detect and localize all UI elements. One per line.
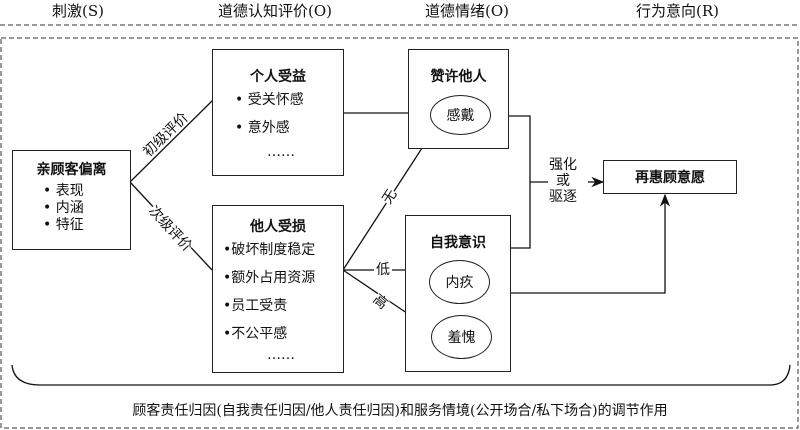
header-moral-emotion: 道德情绪(O) [425,2,510,20]
label-effect: 强化 或 驱逐 [549,157,577,205]
others-harm-box: 他人受损 •破坏制度稳定 •额外占用资源 •员工受责 •不公平感 …… [212,205,344,373]
harm-ellipsis: …… [267,347,295,363]
frame-border [0,37,799,429]
stimulus-title: 亲顾客偏离 [36,162,107,178]
stimulus-box: 亲顾客偏离 • 表现 • 内涵 • 特征 [12,150,131,250]
header-behavior-intention: 行为意向(R) [636,2,719,20]
outcome-title: 再惠顾意愿 [635,170,705,186]
self-awareness-title: 自我意识 [430,235,486,251]
emotion-guilt: 内疚 [429,260,490,304]
stimulus-item: • 内涵 [43,200,84,216]
harm-item: •员工受责 [223,298,288,314]
harm-item: •额外占用资源 [223,270,316,286]
benefit-item: • 意外感 [235,120,290,136]
personal-benefit-title: 个人受益 [250,69,306,85]
emotion-shame: 羞愧 [431,315,492,359]
arrow-self-to-outcome [508,193,671,294]
label-effect-line: 强化 [549,157,577,173]
others-harm-title: 他人受损 [250,219,306,235]
line-primary-appraisal [129,100,213,183]
praise-others-title: 赞许他人 [430,69,487,85]
harm-item: •破坏制度稳定 [223,242,316,258]
label-effect-line: 驱逐 [549,189,577,205]
bracket-emotions [508,115,531,249]
moderator-caption: 顾客责任归因(自我责任归因/他人责任归因)和服务情境(公开场合/私下场合)的调节… [132,403,668,419]
moderator-brace [11,364,791,386]
header-stimulus: 刺激(S) [52,2,104,20]
label-effect-line: 或 [549,173,577,189]
label-low: 低 [374,262,392,278]
benefit-ellipsis: …… [267,144,295,160]
stimulus-item: • 特征 [43,217,84,233]
benefit-item: • 受关怀感 [235,92,304,108]
personal-benefit-box: 个人受益 • 受关怀感 • 意外感 …… [212,49,344,176]
outcome-box: 再惠顾意愿 [603,160,737,194]
harm-item: •不公平感 [223,326,288,342]
stimulus-item: • 表现 [43,183,84,199]
emotion-gratitude: 感戴 [430,95,491,135]
header-cognitive-appraisal: 道德认知评价(O) [218,2,333,20]
